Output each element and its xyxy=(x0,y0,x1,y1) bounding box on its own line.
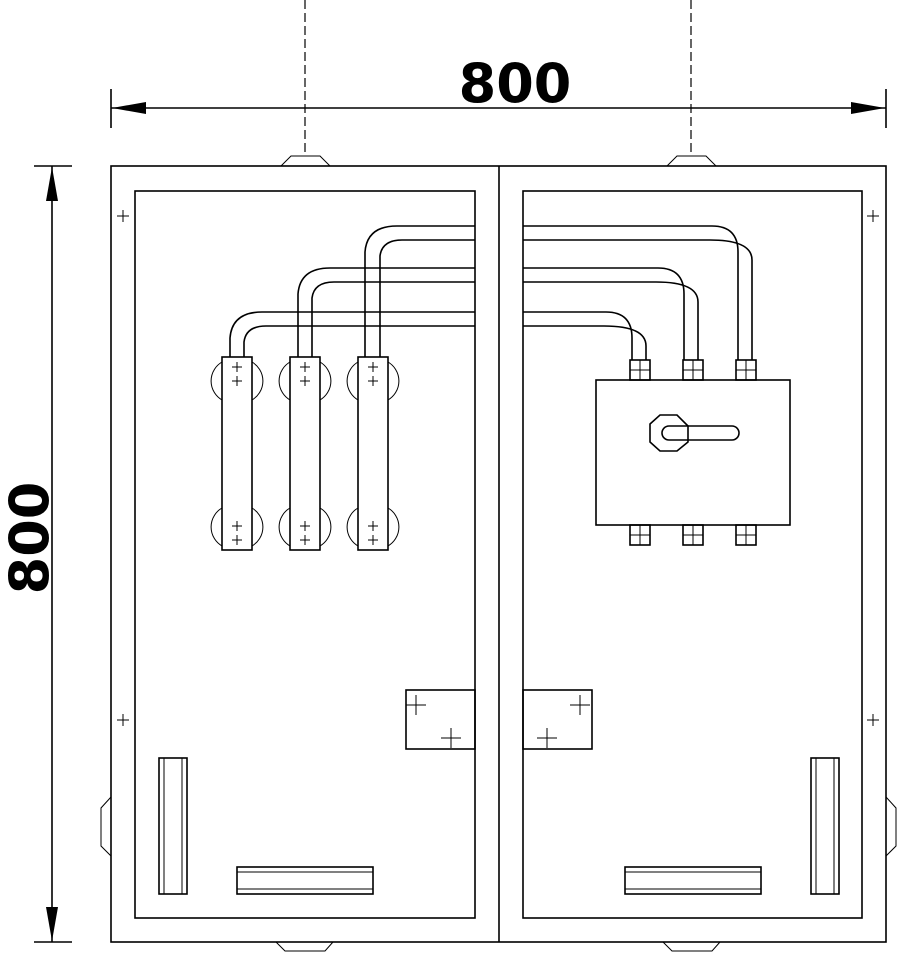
switch-terminals xyxy=(629,359,757,546)
busbar-3 xyxy=(346,356,400,551)
width-dimension: 800 xyxy=(110,52,887,128)
rail-right-horizontal xyxy=(624,866,762,895)
cables xyxy=(229,225,753,360)
right-panel xyxy=(522,190,863,919)
busbar-2 xyxy=(278,356,332,551)
arrow-right-icon xyxy=(851,102,885,114)
arrow-up-icon xyxy=(46,167,58,201)
arrow-left-icon xyxy=(112,102,146,114)
mounting-plate-left xyxy=(405,689,476,750)
height-dimension: 800 xyxy=(0,165,72,943)
arrow-down-icon xyxy=(46,907,58,941)
fixing-point-markers xyxy=(117,210,879,726)
mounting-tabs xyxy=(100,155,897,952)
mounting-plate-right xyxy=(522,689,593,750)
left-panel xyxy=(134,190,476,919)
handle-hub-icon xyxy=(649,414,689,452)
width-dimension-label: 800 xyxy=(459,52,572,115)
switch-handle-icon xyxy=(661,425,740,441)
rail-left-vertical xyxy=(158,757,188,895)
rail-right-vertical xyxy=(810,757,840,895)
height-dimension-label: 800 xyxy=(0,482,61,595)
rail-left-horizontal xyxy=(236,866,374,895)
busbar-1 xyxy=(210,356,264,551)
switch-disconnector xyxy=(595,359,791,546)
